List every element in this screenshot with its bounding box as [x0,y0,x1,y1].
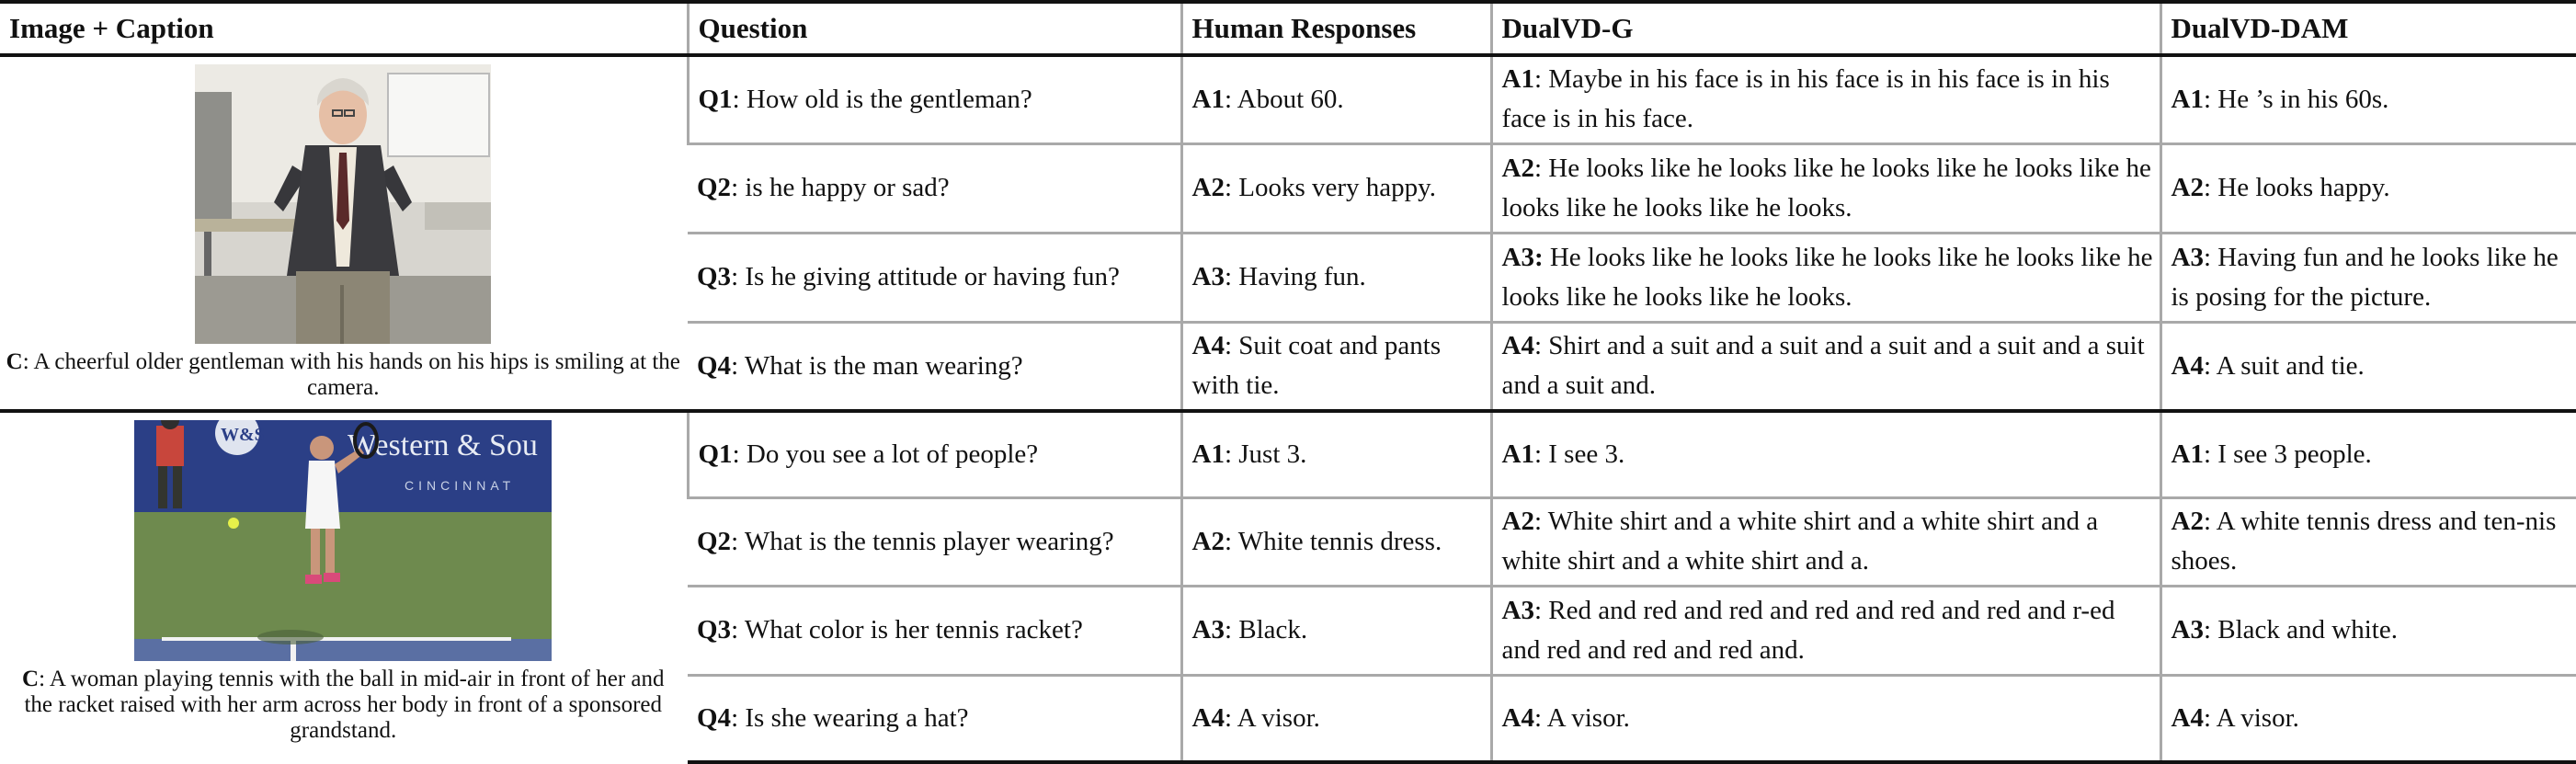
dualvd-dam-cell: A1: I see 3 people. [2159,409,2576,497]
banner-subtext: CINCINNAT [405,478,515,493]
dualvd-dam-cell: A3: Black and white. [2159,584,2576,675]
human-response-cell: A2: Looks very happy. [1180,142,1491,233]
header-row: Image + Caption Question Human Responses… [0,0,2576,57]
human-response-cell: A3: Having fun. [1180,231,1491,322]
table-row: Q2: is he happy or sad? A2: Looks very h… [0,142,2576,233]
dualvd-g-cell: A2: He looks like he looks like he looks… [1489,142,2160,233]
banner-text: Western & Sou [348,428,538,462]
table-row: Q2: What is the tennis player wearing? A… [0,496,2576,586]
dualvd-g-cell: A1: I see 3. [1489,409,2160,497]
table-row: Western & Sou CINCINNAT W&S [0,409,2576,762]
header-image-caption: Image + Caption [0,0,688,57]
dualvd-dam-cell: A4: A suit and tie. [2159,320,2576,411]
photo-caption: C: A cheerful older gentleman with his h… [6,349,680,400]
question-cell: Q2: What is the tennis player wearing? [688,496,1181,586]
question-cell: Q1: Do you see a lot of people? [686,409,1181,497]
dualvd-g-cell: A4: Shirt and a suit and a suit and a su… [1489,320,2160,411]
dualvd-g-cell: A1: Maybe in his face is in his face is … [1489,53,2160,143]
human-response-cell: A1: Just 3. [1180,409,1491,497]
question-cell: Q3: Is he giving attitude or having fun? [688,231,1181,322]
question-cell: Q4: Is she wearing a hat? [688,673,1181,764]
header-dualvd-g: DualVD-G [1489,0,2160,57]
image-caption-cell: Western & Sou CINCINNAT W&S [0,409,688,762]
image-caption-cell: C: A cheerful older gentleman with his h… [0,53,688,411]
header-human-responses: Human Responses [1180,0,1491,57]
dualvd-dam-cell: A2: A white tennis dress and ten-nis sho… [2159,496,2576,586]
dualvd-g-cell: A2: White shirt and a white shirt and a … [1489,496,2160,586]
table-row: Q3: Is he giving attitude or having fun?… [0,231,2576,322]
human-response-cell: A2: White tennis dress. [1180,496,1491,586]
question-cell: Q2: is he happy or sad? [688,142,1181,233]
question-cell: Q1: How old is the gentleman? [686,53,1181,143]
dualvd-g-cell: A3: Red and red and red and red and red … [1489,584,2160,675]
dualvd-dam-cell: A2: He looks happy. [2159,142,2576,233]
table-row: C: A cheerful older gentleman with his h… [0,53,2576,411]
table-row: Q4: What is the man wearing? A4: Suit co… [0,320,2576,411]
question-cell: Q3: What color is her tennis racket? [688,584,1181,675]
human-response-cell: A3: Black. [1180,584,1491,675]
dualvd-g-cell: A4: A visor. [1489,673,2160,764]
human-response-cell: A1: About 60. [1180,53,1491,143]
photo-caption: C: A woman playing tennis with the ball … [22,667,665,743]
human-response-cell: A4: A visor. [1180,673,1491,764]
table-row: Q4: Is she wearing a hat? A4: A visor. A… [0,673,2576,764]
gentleman-photo [195,64,492,344]
header-dualvd-dam: DualVD-DAM [2159,0,2576,57]
sponsor-logo: W&S [221,425,265,445]
dualvd-g-cell: A3: He looks like he looks like he looks… [1489,231,2160,322]
human-response-cell: A4: Suit coat and pants with tie. [1180,320,1491,411]
dualvd-dam-cell: A3: Having fun and he looks like he is p… [2159,231,2576,322]
table-row: Q3: What color is her tennis racket? A3:… [0,584,2576,675]
dualvd-dam-cell: A4: A visor. [2159,673,2576,764]
dualvd-dam-cell: A1: He ’s in his 60s. [2159,53,2576,143]
tennis-photo: Western & Sou CINCINNAT W&S [134,420,553,661]
question-cell: Q4: What is the man wearing? [688,320,1181,411]
header-question: Question [686,0,1181,57]
